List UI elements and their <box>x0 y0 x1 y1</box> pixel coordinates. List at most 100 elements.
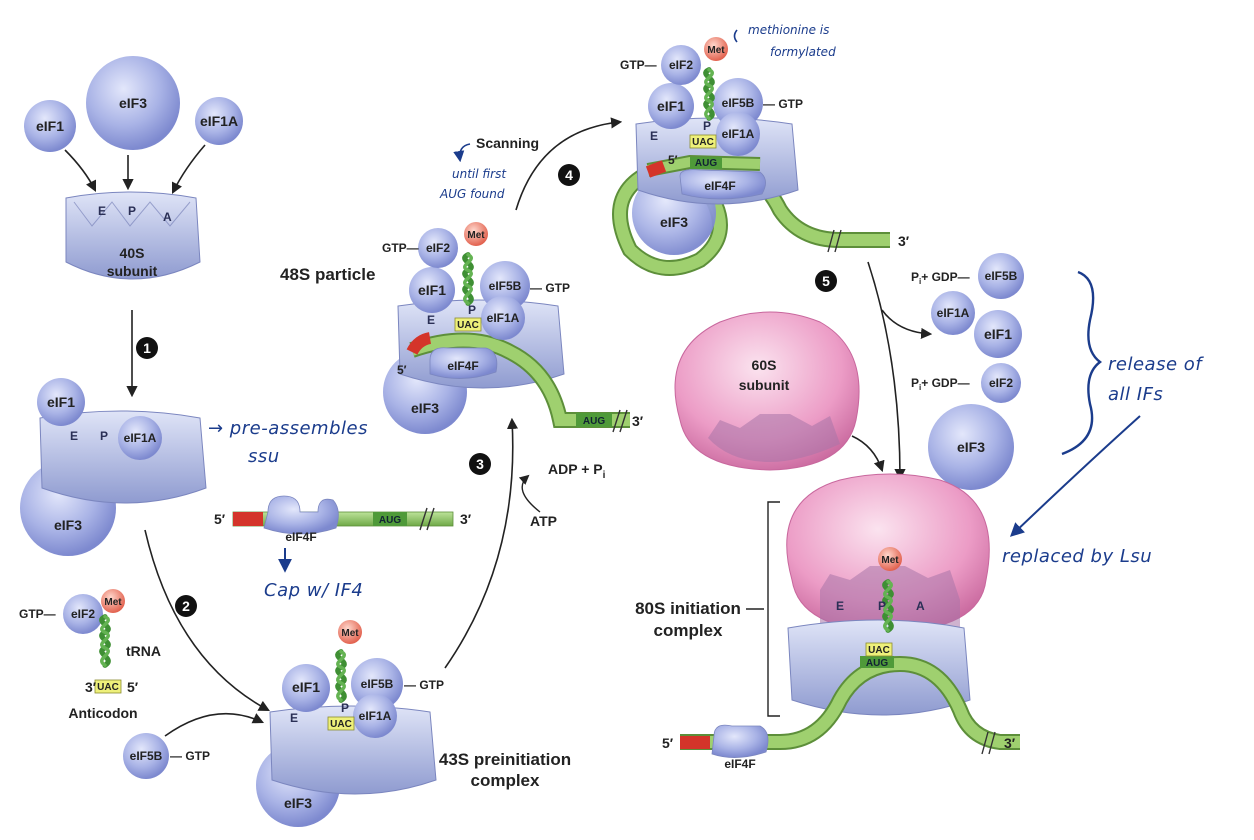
eif1a-factor-2 <box>118 416 162 460</box>
arrow-eif1a-to-40s <box>171 144 206 195</box>
aug-label-top: AUG <box>695 158 717 169</box>
complex-80s-line1: 80S initiation <box>635 599 741 618</box>
e-site-80s: E <box>836 599 844 613</box>
anticodon-box-80s <box>865 642 893 657</box>
panel-40s-subunit: eIF3 eIF1 eIF1A E P A 40S subunit <box>24 56 243 280</box>
met-label: Met <box>104 597 122 608</box>
complex-80s-line2: complex <box>654 621 724 640</box>
eif1a-label-top: eIF1A <box>722 127 755 141</box>
step-1-badge <box>136 337 158 359</box>
eif1-factor-43s <box>282 664 330 712</box>
mrna-3prime-80s: 3′ <box>1004 735 1016 751</box>
annotation-until-arrow <box>453 143 471 163</box>
arrow-step5 <box>867 261 906 481</box>
p-site-label: P <box>128 204 136 218</box>
annotation-release-line2: all IFs <box>1108 384 1163 405</box>
eif2-label-released: eIF2 <box>989 376 1013 390</box>
mrna-cap <box>233 512 263 526</box>
trna-helix-43s <box>338 652 345 701</box>
mrna-5prime-80s: 5′ <box>662 735 674 751</box>
eif1-factor-48s <box>409 267 455 313</box>
anticodon-label: Anticodon <box>68 705 137 721</box>
panel-aug-recognized: AUG 5′ eIF4F eIF3 3′ eIF1 eIF5B — GTP eI… <box>612 37 910 276</box>
eif1-factor <box>24 100 76 152</box>
eif1a-factor-48s <box>481 296 525 340</box>
eif1-factor-released <box>974 310 1022 358</box>
gtp-eif2-48s: GTP— <box>382 241 419 255</box>
eif2-factor-48s <box>418 228 458 268</box>
p-site-label-2: P <box>100 429 108 443</box>
met-label-80s: Met <box>881 555 899 566</box>
arrow-step2 <box>144 529 270 712</box>
met-ball-48s <box>464 222 488 246</box>
panel-mrna-eif4f: AUG eIF4F 5′ 3′ <box>214 495 472 544</box>
aug-box-80s <box>860 656 894 668</box>
eif5b-gtp-top: — GTP <box>763 97 803 111</box>
p-site-top: P <box>703 119 711 133</box>
uac-label-48s: UAC <box>457 320 479 331</box>
particle-48s-label: 48S particle <box>280 265 375 284</box>
uac-label-43s: UAC <box>330 719 352 730</box>
eif1-label-top: eIF1 <box>657 98 685 114</box>
eif2-factor-top <box>661 45 701 85</box>
eif3-factor <box>86 56 180 150</box>
arrow-eif5b-to-43s <box>164 712 265 737</box>
eif1a-label-2: eIF1A <box>124 431 157 445</box>
eif5b-label-48s: eIF5B <box>489 279 522 293</box>
eif1a-label: eIF1A <box>200 113 238 129</box>
eif1a-label-48s: eIF1A <box>487 311 520 325</box>
anticodon-box-top <box>689 134 717 149</box>
eif1-label-2: eIF1 <box>47 394 75 410</box>
aug-label-80s: AUG <box>866 658 888 669</box>
eif5b-label-43s: eIF5B <box>361 677 394 691</box>
met-ball-43s <box>338 620 362 644</box>
mrna-cap-80s <box>680 736 710 749</box>
anticodon-5-label: 5′ <box>127 679 139 695</box>
p-site-48s: P <box>468 303 476 317</box>
annotation-cap: Cap w/ IF4 <box>264 580 363 601</box>
eif2-factor <box>63 594 103 634</box>
mrna-5prime: 5′ <box>214 511 226 527</box>
eif4f-factor <box>263 495 339 535</box>
met-ball <box>101 589 125 613</box>
step-3-badge <box>469 453 491 475</box>
ribosome-43s <box>269 705 437 795</box>
annotation-until-line2: AUG found <box>439 187 505 201</box>
ribosome-40s <box>65 191 201 280</box>
anticodon-3-label: 3′ <box>85 679 97 695</box>
eif1a-factor <box>195 97 243 145</box>
p-site-80s: P <box>878 599 886 613</box>
aug-label: AUG <box>379 515 401 526</box>
step-1-label: 1 <box>143 340 151 356</box>
eif1a-label-released: eIF1A <box>937 306 970 320</box>
aug-box <box>373 512 407 526</box>
trna-label: tRNA <box>126 643 161 659</box>
arrow-step3 <box>444 417 519 669</box>
eif2-label-48s: eIF2 <box>426 241 450 255</box>
a-site-label: A <box>163 210 172 224</box>
anticodon-box <box>94 679 122 694</box>
step-4-badge <box>558 164 580 186</box>
annotation-methionine-hook <box>733 29 738 43</box>
eif5b-factor-48s <box>480 261 530 311</box>
annotation-replaced: replaced by Lsu <box>1002 546 1152 567</box>
gtp-eif2-top: GTP— <box>620 58 657 72</box>
panel-preassembled-ssu: eIF3 eIF1 eIF1A E P <box>20 378 207 556</box>
met-label-top: Met <box>707 45 725 56</box>
eif4f-label: eIF4F <box>285 530 316 544</box>
subunit-60s-line1: 60S <box>752 357 777 373</box>
eif1-label-48s: eIF1 <box>418 282 446 298</box>
step-5-badge <box>815 270 837 292</box>
eif1-label-43s: eIF1 <box>292 679 320 695</box>
e-site-label-2: E <box>70 429 78 443</box>
annotation-release-arrow <box>1009 415 1141 537</box>
gtp-eif2-label: GTP— <box>19 607 56 621</box>
p-site-43s: P <box>341 701 349 715</box>
step-2-badge <box>175 595 197 617</box>
arrow-60s-join <box>851 435 885 473</box>
eif1-label-released: eIF1 <box>984 326 1012 342</box>
e-site-48s: E <box>427 313 435 327</box>
trna-helix <box>102 617 109 666</box>
step-4-label: 4 <box>565 167 573 183</box>
